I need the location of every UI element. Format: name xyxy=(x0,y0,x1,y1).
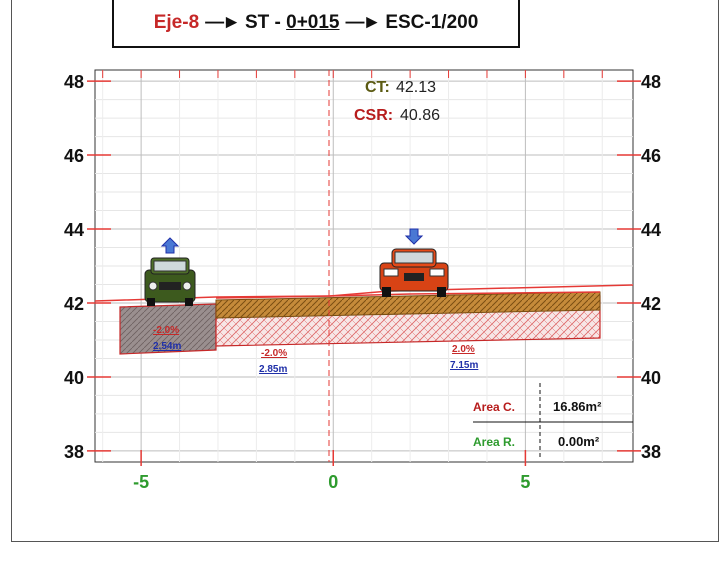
up-arrow-icon xyxy=(160,237,180,254)
x-tick-label: 0 xyxy=(328,472,338,492)
x-tick-label: -5 xyxy=(133,472,149,492)
x-tick-label: 5 xyxy=(520,472,530,492)
slope-dist: 2.85m xyxy=(259,364,287,375)
down-arrow-icon xyxy=(404,228,424,245)
slope-dist: 2.54m xyxy=(153,341,181,352)
pavement-layer xyxy=(215,291,601,319)
y-tick-label-left: 40 xyxy=(64,368,84,388)
cut-area-label: Area C. xyxy=(473,400,515,414)
y-tick-label-left: 42 xyxy=(64,294,84,314)
cut-area-value: 16.86m² xyxy=(553,399,602,414)
fill-area-label: Area R. xyxy=(473,435,515,449)
slope-pct: -2.0% xyxy=(261,348,287,359)
slope-label-2: -2.0% 2.85m xyxy=(259,348,287,375)
arrow-icon: —► xyxy=(345,12,382,33)
station-label: ST - xyxy=(244,12,281,33)
y-tick-label-right: 38 xyxy=(641,442,661,462)
slope-pct: -2.0% xyxy=(153,325,179,336)
x-axis: -5 0 5 xyxy=(102,70,603,492)
y-tick-label-left: 48 xyxy=(64,72,84,92)
ct-label: CT: xyxy=(365,79,390,96)
csr-label: CSR: xyxy=(354,107,393,124)
scale-value: 1/200 xyxy=(430,12,479,33)
scale-label: ESC- xyxy=(385,12,431,33)
y-tick-label-right: 48 xyxy=(641,72,661,92)
road-surface xyxy=(215,291,601,299)
fill-area-value: 0.00m² xyxy=(558,434,600,449)
drawing-frame xyxy=(11,0,719,542)
shoulder-left xyxy=(119,303,217,355)
y-tick-label-right: 44 xyxy=(641,220,661,240)
y-tick-label-right: 40 xyxy=(641,368,661,388)
y-tick-label-left: 38 xyxy=(64,442,84,462)
car-front-icon xyxy=(144,257,196,306)
ct-value: 42.13 xyxy=(396,79,436,96)
slope-pct: 2.0% xyxy=(452,344,475,355)
car-front-icon xyxy=(379,248,449,297)
y-tick-label-right: 42 xyxy=(641,294,661,314)
station-value: 0+015 xyxy=(286,12,340,33)
arrow-icon: —► xyxy=(205,12,241,33)
area-table: Area C. 16.86m² Area R. 0.00m² xyxy=(473,383,633,460)
slope-dist: 7.15m xyxy=(450,360,478,371)
section-title-box: Eje-8 —► ST - 0+015 —► ESC- 1/200 xyxy=(112,0,520,48)
y-tick-label-left: 46 xyxy=(64,146,84,166)
axis-name: Eje-8 xyxy=(153,12,200,33)
earthwork xyxy=(94,284,634,355)
csr-value: 40.86 xyxy=(400,107,440,124)
slope-label-3: 2.0% 7.15m xyxy=(450,344,478,371)
y-tick-label-left: 44 xyxy=(64,220,84,240)
y-axis: 48 46 44 42 40 38 48 46 44 42 40 38 xyxy=(64,72,661,462)
y-tick-label-right: 46 xyxy=(641,146,661,166)
slope-label-1: -2.0% 2.54m xyxy=(153,325,181,352)
